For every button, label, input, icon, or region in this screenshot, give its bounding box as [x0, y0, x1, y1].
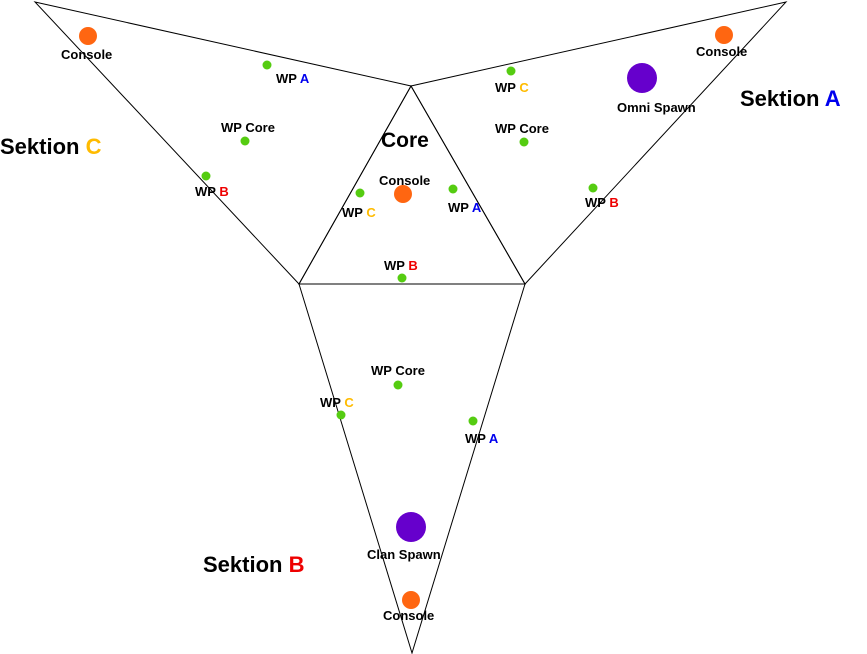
waypoint-dot-core-c — [355, 188, 365, 198]
wp-c-label-b: WP C — [320, 395, 354, 410]
wp-core-label-c: WP Core — [221, 120, 275, 135]
wp-text: WP — [465, 431, 486, 446]
omni-spawn-label: Omni Spawn — [617, 100, 696, 115]
wp-text: WP — [276, 71, 297, 86]
clan-spawn-icon — [396, 512, 426, 542]
map-outline — [33, 1, 788, 654]
sektion-text: Sektion — [203, 552, 282, 577]
clan-spawn-label: Clan Spawn — [367, 547, 441, 562]
wp-a-label-core: WP A — [448, 200, 482, 215]
console-label-c: Console — [61, 47, 112, 62]
omni-spawn-icon — [627, 63, 657, 93]
letter-a: A — [489, 431, 499, 446]
wp-text: WP — [384, 258, 405, 273]
console-label-core: Console — [379, 173, 430, 188]
waypoint-dot-c-a — [262, 60, 272, 70]
wp-text: WP — [448, 200, 469, 215]
letter-b: B — [609, 195, 618, 210]
waypoint-dot-a-c — [506, 66, 516, 76]
letter-b: B — [289, 552, 305, 577]
wp-text: WP — [585, 195, 606, 210]
waypoint-dot-a-core — [519, 137, 529, 147]
console-icon-core — [394, 185, 412, 203]
wp-a-label-c: WP A — [276, 71, 310, 86]
letter-c: C — [519, 80, 529, 95]
sektion-text: Sektion — [740, 86, 819, 111]
core-title: Core — [381, 129, 429, 152]
waypoint-dot-core-b — [397, 273, 407, 283]
sektion-text: Sektion — [0, 134, 79, 159]
wp-b-label-a: WP B — [585, 195, 619, 210]
letter-a: A — [472, 200, 482, 215]
letter-b: B — [408, 258, 417, 273]
waypoint-dot-b-c — [336, 410, 346, 420]
waypoint-dot-b-core — [393, 380, 403, 390]
section-a-title: Sektion A — [740, 86, 841, 111]
letter-b: B — [219, 184, 228, 199]
letter-a: A — [825, 86, 841, 111]
wp-a-label-b: WP A — [465, 431, 499, 446]
section-b-title: Sektion B — [203, 552, 304, 577]
wp-text: WP — [495, 80, 516, 95]
console-label-a: Console — [696, 44, 747, 59]
waypoints — [201, 60, 598, 426]
section-b-outline — [298, 283, 526, 654]
waypoint-dot-c-b — [201, 171, 211, 181]
console-icon-c — [79, 27, 97, 45]
waypoint-dot-a-b — [588, 183, 598, 193]
letter-c: C — [86, 134, 102, 159]
waypoint-dot-core-a — [448, 184, 458, 194]
wp-c-label-a: WP C — [495, 80, 529, 95]
wp-c-label-core: WP C — [342, 205, 376, 220]
letter-c: C — [366, 205, 376, 220]
console-label-b: Console — [383, 608, 434, 623]
wp-core-label-b: WP Core — [371, 363, 425, 378]
waypoint-dot-c-core — [240, 136, 250, 146]
section-c-title: Sektion C — [0, 134, 102, 159]
wp-b-label-core: WP B — [384, 258, 418, 273]
wp-text: WP — [342, 205, 363, 220]
wp-text: WP — [195, 184, 216, 199]
wp-core-label-a: WP Core — [495, 121, 549, 136]
wp-text: WP — [320, 395, 341, 410]
waypoint-dot-b-a — [468, 416, 478, 426]
console-icon-b — [402, 591, 420, 609]
letter-a: A — [300, 71, 310, 86]
letter-c: C — [344, 395, 354, 410]
wp-b-label-c: WP B — [195, 184, 229, 199]
console-icon-a — [715, 26, 733, 44]
